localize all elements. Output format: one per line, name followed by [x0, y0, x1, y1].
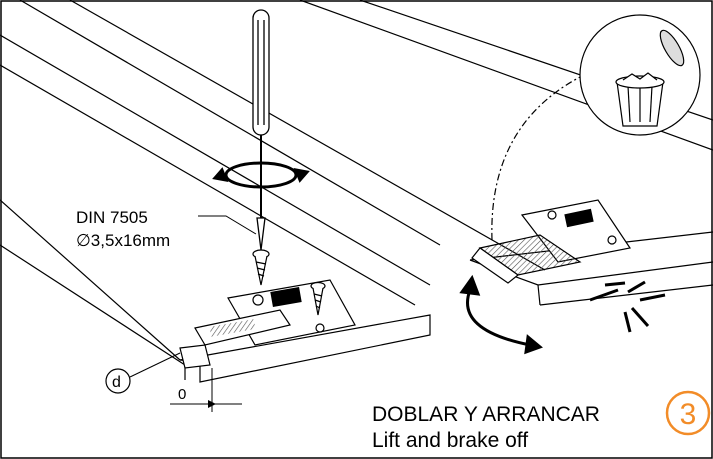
screwdriver — [252, 9, 270, 251]
left-board — [0, 0, 546, 383]
mounting-bracket-right — [471, 199, 631, 284]
trash-bin-icon — [615, 29, 685, 127]
screw-standard-label: DIN 7505 — [76, 208, 148, 227]
mounting-bracket-left — [179, 279, 356, 369]
bend-arrow — [459, 274, 543, 355]
dimension-marker-label: d — [112, 374, 121, 391]
screw-leader-line — [198, 215, 257, 235]
dimension-offset-label: 0 — [178, 386, 186, 403]
discard-path — [491, 71, 591, 241]
dimension-marker-circle — [105, 368, 131, 394]
screw-size-label: ∅3,5x16mm — [76, 231, 170, 250]
screw — [310, 281, 326, 316]
dimension-offset-lines — [170, 368, 242, 412]
step-number: 3 — [680, 398, 697, 431]
screw — [252, 249, 270, 286]
dimension-leader-line — [129, 352, 181, 378]
instruction-title-es: DOBLAR Y ARRANCAR — [372, 403, 600, 426]
rotation-arrow — [212, 161, 310, 189]
instruction-title-en: Lift and brake off — [372, 429, 528, 452]
step-number-badge — [665, 390, 711, 436]
break-burst-lines — [589, 280, 666, 333]
